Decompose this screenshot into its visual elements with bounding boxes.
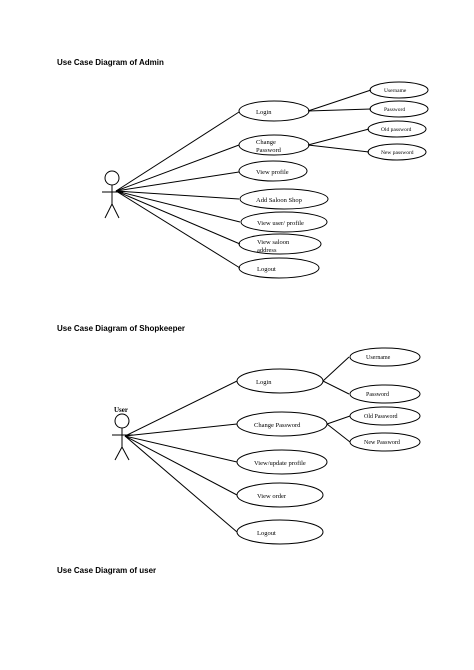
shopkeeper-use-case-login — [236, 368, 324, 394]
admin-use-case-view-profile — [238, 160, 308, 182]
shopkeeper-association — [124, 435, 238, 533]
admin-label-logout: Logout — [257, 266, 276, 273]
admin-label-change-password: Change Password — [256, 139, 282, 154]
shopkeeper-label-new-password: New Password — [364, 440, 400, 446]
shopkeeper-association — [124, 423, 238, 437]
admin-use-case-logout — [238, 257, 320, 279]
admin-association — [115, 190, 241, 223]
shopkeeper-sub-association — [322, 356, 350, 382]
shopkeeper-association — [124, 435, 238, 496]
admin-label-change-password-line: Change — [256, 139, 276, 146]
shopkeeper-sub-association — [322, 380, 350, 395]
admin-label-view-user-profile: View user/ profile — [257, 220, 304, 227]
shopkeeper-use-case-username — [349, 347, 421, 367]
shopkeeper-use-case-change-password — [236, 411, 328, 437]
shopkeeper-association — [124, 380, 238, 437]
user-diagram-heading: Use Case Diagram of user — [57, 566, 157, 575]
admin-label-view-profile: View profile — [256, 169, 289, 176]
admin-sub-association — [307, 89, 372, 112]
admin-label-username: Username — [384, 88, 407, 94]
shopkeeper-actor-head — [114, 413, 130, 429]
admin-association — [115, 171, 240, 192]
shopkeeper-label-login: Login — [256, 379, 272, 386]
shopkeeper-use-case-new-password — [349, 432, 421, 452]
admin-label-login: Login — [256, 109, 272, 116]
shopkeeper-use-case-password — [349, 384, 421, 404]
shopkeeper-label-username: Username — [366, 355, 391, 361]
shopkeeper-actor-left-leg — [114, 446, 123, 461]
shopkeeper-label-old-password: Old Password — [364, 414, 398, 420]
admin-use-case-view-saloon-address — [238, 233, 322, 255]
admin-association — [115, 190, 241, 245]
shopkeeper-use-case-view-order — [236, 482, 324, 508]
admin-sub-association — [307, 144, 370, 153]
shopkeeper-use-case-view-update-profile — [236, 449, 328, 475]
shopkeeper-label-view-update-profile: View/update profile — [254, 460, 306, 467]
shopkeeper-sub-association — [326, 415, 351, 425]
admin-association — [115, 190, 241, 269]
admin-label-password: Password — [384, 107, 405, 113]
admin-actor-head — [104, 170, 120, 186]
shopkeeper-association — [124, 435, 238, 463]
admin-use-case-new-password — [367, 143, 427, 161]
shopkeeper-label-view-order: View order — [257, 493, 287, 500]
admin-use-case-change-password — [238, 134, 310, 156]
admin-sub-association — [307, 128, 370, 146]
admin-association — [115, 144, 240, 192]
admin-use-case-diagram: Login Change Password View profile Add S… — [102, 81, 429, 279]
admin-sub-association — [307, 108, 372, 112]
admin-use-case-username — [369, 81, 429, 99]
admin-label-view-saloon-address-line: address — [257, 247, 277, 254]
admin-use-case-login — [238, 100, 310, 122]
admin-label-view-saloon-address-line: View saloon — [257, 239, 290, 246]
admin-label-view-saloon-address: View saloon address — [257, 239, 291, 254]
admin-actor-right-leg — [111, 203, 120, 219]
shopkeeper-label-change-password: Change Password — [254, 422, 301, 429]
admin-association — [115, 190, 240, 200]
shopkeeper-sub-association — [326, 423, 351, 443]
admin-label-add-saloon-shop: Add Saloon Shop — [256, 197, 302, 204]
admin-label-new-password: New password — [381, 150, 414, 156]
shopkeeper-label-password: Password — [366, 392, 389, 398]
admin-use-case-old-password — [367, 120, 427, 138]
shopkeeper-use-case-logout — [236, 519, 324, 545]
admin-actor-left-leg — [104, 203, 113, 219]
shopkeeper-use-case-diagram: User Login Change Password View/update p… — [112, 347, 421, 545]
shopkeeper-actor-label: User — [114, 406, 128, 414]
admin-diagram-heading: Use Case Diagram of Admin — [57, 58, 164, 67]
shopkeeper-use-case-old-password — [349, 406, 421, 426]
admin-use-case-password — [369, 100, 429, 118]
admin-label-change-password-line: Password — [256, 147, 282, 154]
shopkeeper-label-logout: Logout — [257, 530, 276, 537]
admin-use-case-add-saloon-shop — [239, 188, 329, 210]
admin-label-old-password: Old password — [381, 127, 412, 133]
admin-use-case-view-user-profile — [240, 211, 328, 233]
admin-association — [115, 111, 240, 192]
shopkeeper-diagram-heading: Use Case Diagram of Shopkeeper — [57, 324, 186, 333]
shopkeeper-actor-right-leg — [121, 446, 130, 461]
